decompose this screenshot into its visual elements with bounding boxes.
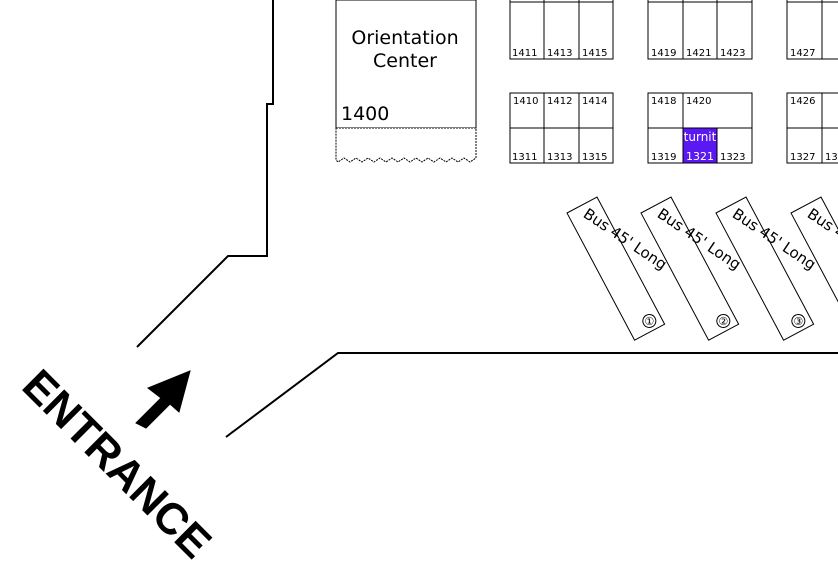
building-wall-upper <box>136 0 274 348</box>
orientation-center-name-line1: Orientation <box>351 27 458 49</box>
booth-1419[interactable]: 1419 <box>651 48 676 59</box>
bus-space-outline <box>566 196 666 341</box>
building-wall-lower <box>225 352 838 438</box>
bus-number-circle <box>791 313 806 328</box>
booth-1313[interactable]: 1313 <box>547 152 572 163</box>
booth-132x[interactable]: 132 <box>825 152 838 163</box>
booth-1413[interactable]: 1413 <box>547 48 572 59</box>
booth-1410[interactable]: 1410 <box>513 96 538 107</box>
bus-space-number: ② <box>718 315 728 328</box>
booth-1420[interactable]: 1420 <box>686 96 711 107</box>
entrance-arrow-icon <box>135 370 191 429</box>
booth-1418[interactable]: 1418 <box>651 96 676 107</box>
booth-1414[interactable]: 1414 <box>582 96 607 107</box>
booth-1315[interactable]: 1315 <box>582 152 607 163</box>
orientation-center-booth-number: 1400 <box>341 103 389 125</box>
booth-block-1418: turnit 1321 1418 1420 1319 1323 <box>647 92 753 164</box>
orientation-center-extension <box>335 127 477 163</box>
booth-block-1419: 1419 1421 1423 <box>647 0 753 60</box>
block-outline <box>647 0 753 60</box>
booth-block-1427: 1427 <box>786 0 838 60</box>
booth-block-1426: 1426 1327 132 <box>786 92 838 164</box>
highlighted-booth-1321[interactable] <box>682 127 718 164</box>
booth-1427[interactable]: 1427 <box>790 48 815 59</box>
bus-space-number: ① <box>644 315 654 328</box>
booth-1415[interactable]: 1415 <box>582 48 607 59</box>
bus-space-number: ③ <box>793 315 803 328</box>
booth-1323[interactable]: 1323 <box>720 152 745 163</box>
booth-1311[interactable]: 1311 <box>512 152 537 163</box>
orientation-center-name-line2: Center <box>373 50 437 72</box>
bus-space-outline <box>715 196 815 341</box>
orientation-center-booth[interactable]: Orientation Center 1400 <box>335 0 477 163</box>
booth-1426[interactable]: 1426 <box>790 96 815 107</box>
orientation-center-box <box>335 0 477 129</box>
booth-1321-label: 1321 <box>686 150 714 163</box>
bus-number-circle <box>642 313 657 328</box>
booth-1412[interactable]: 1412 <box>547 96 572 107</box>
block-outline <box>786 0 838 60</box>
bus-number-circle <box>716 313 731 328</box>
entrance-label: ENTRANCE <box>13 360 221 568</box>
booth-1411[interactable]: 1411 <box>512 48 537 59</box>
bus-space-outline <box>790 196 838 341</box>
bus-space-outline <box>640 196 740 341</box>
wall-endcap <box>225 430 234 438</box>
booth-block-1411: 1411 1413 1415 <box>509 0 614 60</box>
bus-space-3[interactable]: Bus 45' Long ③ <box>715 180 838 341</box>
booth-1327[interactable]: 1327 <box>790 152 815 163</box>
booth-1423[interactable]: 1423 <box>720 48 745 59</box>
booth-1421[interactable]: 1421 <box>686 48 711 59</box>
booth-block-1410: 1410 1412 1414 1311 1313 1315 <box>509 92 614 164</box>
turnit-logo: turnit <box>684 130 717 144</box>
block-outline <box>509 0 614 60</box>
booth-1319[interactable]: 1319 <box>651 152 676 163</box>
